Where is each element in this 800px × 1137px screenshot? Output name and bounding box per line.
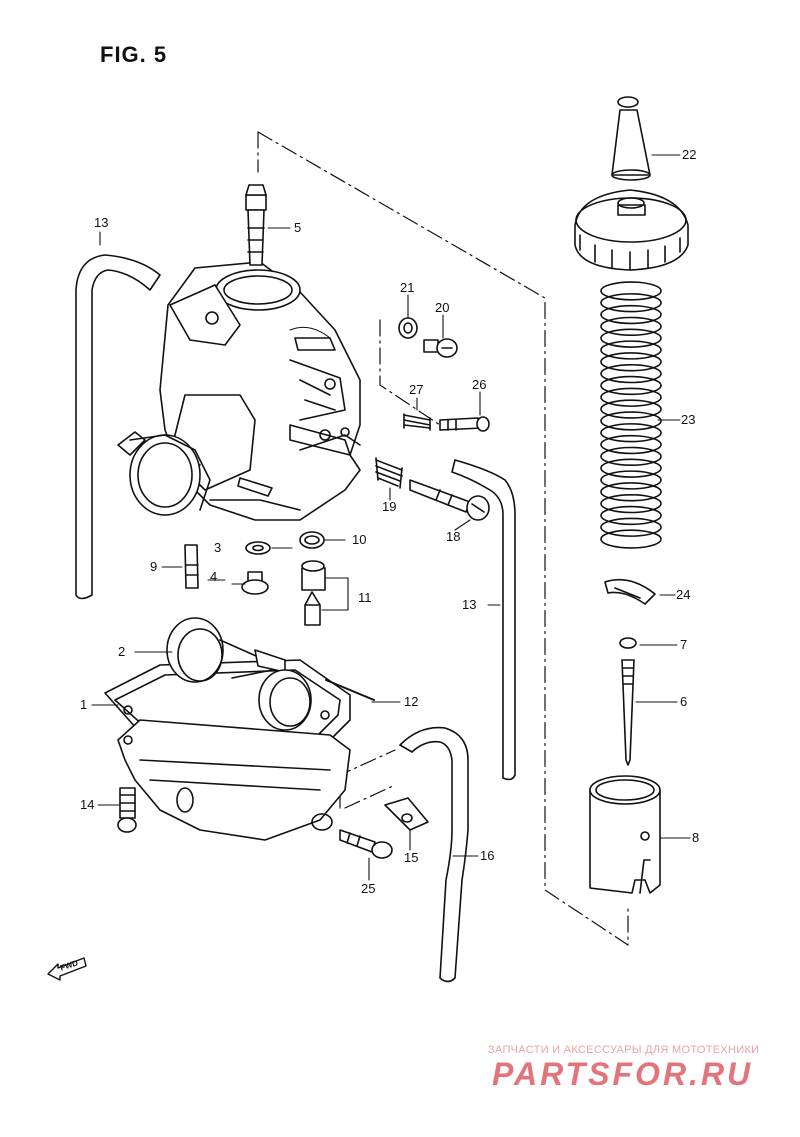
pin-9	[184, 544, 199, 589]
figure-title: FIG. 5	[100, 42, 168, 67]
carburetor-body	[117, 261, 361, 521]
callout-2: 2	[118, 644, 126, 659]
watermark-logo: PARTSFOR.RU	[492, 1056, 754, 1092]
spring-22	[600, 281, 662, 549]
hose-13-left	[75, 254, 161, 600]
callout-1: 1	[80, 697, 88, 712]
callout-16: 16	[480, 848, 495, 863]
callout-26: 27	[409, 382, 424, 397]
needle-valve-11	[301, 560, 326, 626]
callout-12: 12	[404, 694, 419, 709]
washer-3	[245, 541, 271, 555]
watermark-subtitle: ЗАПЧАСТИ И АКСЕССУАРЫ ДЛЯ МОТОТЕХНИКИ	[488, 1044, 760, 1056]
clip-plate-23	[604, 578, 656, 605]
o-ring-10	[299, 531, 325, 549]
screw-24	[339, 829, 393, 859]
callout-4: 4	[210, 569, 218, 584]
callout-20: 21	[400, 280, 415, 295]
throttle-valve-8	[589, 775, 661, 894]
spring-18	[375, 457, 403, 489]
throttle-stop-screw-5	[245, 184, 267, 266]
clip-7	[619, 637, 637, 649]
callout-25: 26	[472, 377, 487, 392]
air-screw-17	[409, 479, 490, 521]
callout-15: 15	[404, 850, 419, 865]
spring-26	[403, 413, 431, 431]
callout-19: 20	[435, 300, 450, 315]
float-pin-12	[325, 679, 375, 701]
jet-27	[241, 571, 269, 595]
callout-11: 11	[358, 590, 372, 605]
callout-17: 18	[446, 529, 461, 544]
pilot-screw-25	[439, 416, 490, 432]
bolt-14	[117, 787, 137, 833]
fwd-arrow-icon	[47, 957, 87, 981]
plate-15	[384, 797, 429, 831]
callout-8: 8	[692, 830, 700, 845]
callout-22: 23	[681, 412, 696, 427]
float-2	[166, 617, 312, 731]
callout-24: 25	[361, 881, 376, 896]
hose-16	[399, 726, 469, 983]
callout-7: 7	[680, 637, 688, 652]
callout-5: 5	[294, 220, 302, 235]
callout-13-right: 13	[462, 597, 477, 612]
callout-6: 6	[680, 694, 688, 709]
callout-21: 22	[682, 147, 697, 162]
cap-21	[611, 96, 651, 181]
callout-18: 19	[382, 499, 397, 514]
leader-lines	[91, 154, 691, 881]
hose-13-right	[451, 459, 516, 781]
washer-20	[398, 317, 418, 339]
float-chamber	[104, 659, 351, 841]
callout-14: 14	[80, 797, 95, 812]
top-cover	[574, 189, 689, 271]
screw-19	[423, 338, 458, 358]
jet-needle-6	[621, 659, 635, 766]
callout-13-left: 13	[94, 215, 109, 230]
callout-23: 24	[676, 587, 691, 602]
callout-10: 10	[352, 532, 367, 547]
callout-3: 3	[214, 540, 222, 555]
callout-9: 9	[150, 559, 158, 574]
